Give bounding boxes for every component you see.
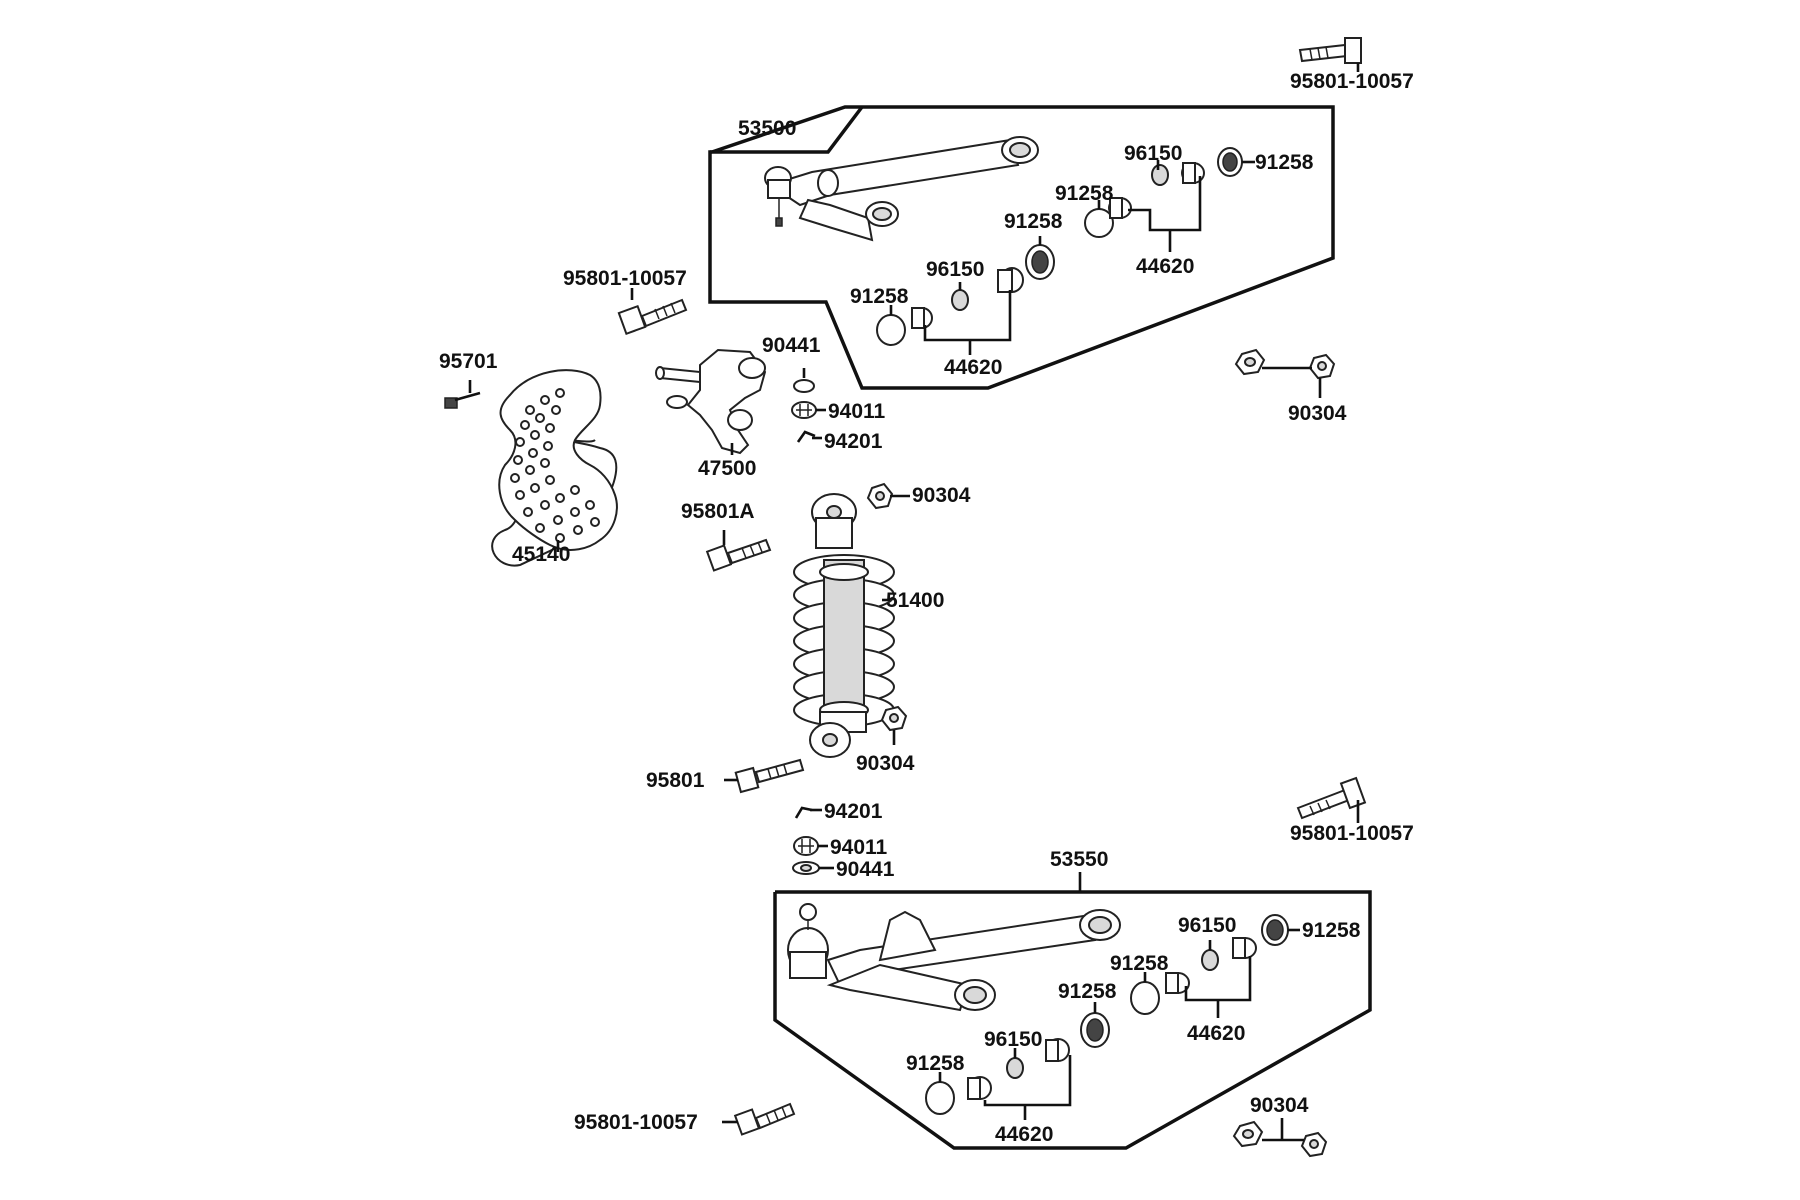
part-label: 91258 [1058, 980, 1117, 1003]
lower-arm-frame [773, 890, 1372, 1150]
part-label: 95801-10057 [563, 267, 687, 290]
part-label: 44620 [1187, 1022, 1245, 1045]
part-label: 91258 [1255, 151, 1314, 174]
part-label: 96150 [1178, 914, 1236, 937]
nut-icon [866, 482, 894, 510]
lower-arm-part [787, 903, 1121, 1012]
bushing-icon [1201, 949, 1219, 971]
part-label: 96150 [984, 1028, 1042, 1051]
washer-icon [1084, 208, 1114, 238]
pin-icon [796, 430, 816, 443]
nut-icon [1234, 348, 1336, 380]
upper-arm-part [764, 136, 1039, 242]
bolt-icon [444, 391, 481, 409]
part-label: 94011 [830, 836, 888, 859]
part-label: 91258 [1055, 182, 1114, 205]
part-label: 90304 [856, 752, 915, 775]
washer-icon [925, 1081, 955, 1115]
bolt-icon [733, 1102, 796, 1136]
bolt-icon [1298, 37, 1362, 64]
part-label: 51400 [886, 589, 944, 612]
part-label: 91258 [850, 285, 909, 308]
part-label: 44620 [1136, 255, 1194, 278]
bolt-icon [705, 538, 772, 572]
part-label: 53550 [1050, 848, 1108, 871]
nut-icon [880, 705, 908, 732]
part-label: 90441 [836, 858, 895, 881]
part-label: 90441 [762, 334, 821, 357]
part-label: 96150 [1124, 142, 1182, 165]
bolt-icon [617, 298, 688, 336]
shock-absorber [793, 493, 895, 758]
upper-arm-frame-top [710, 105, 864, 154]
part-label: 96150 [926, 258, 984, 281]
part-label: 95801-10057 [1290, 70, 1414, 93]
bushing-icon [1006, 1057, 1024, 1079]
nut-icon [1232, 1120, 1328, 1158]
part-label: 91258 [1110, 952, 1169, 975]
part-label: 95701 [439, 350, 498, 373]
part-label: 90304 [1288, 402, 1347, 425]
part-label: 95801-10057 [1290, 822, 1414, 845]
part-label: 53500 [738, 117, 796, 140]
washer-icon [876, 314, 906, 346]
washer-icon [793, 379, 815, 393]
lower-bushings [925, 914, 1289, 1115]
part-label: 95801 [646, 769, 705, 792]
part-label: 91258 [906, 1052, 965, 1075]
upper-bushings-right [876, 147, 1243, 346]
part-label: 91258 [1302, 919, 1361, 942]
part-label: 94201 [824, 430, 883, 453]
brake-disc [491, 369, 618, 567]
upper-arm-frame [708, 105, 1335, 390]
bolt-icon [734, 758, 805, 794]
bushing-icon [1151, 164, 1169, 186]
part-label: 45140 [512, 543, 570, 566]
bolt-icon [1296, 776, 1367, 820]
pin-icon [794, 806, 813, 819]
part-label: 44620 [944, 356, 1002, 379]
part-label: 95801A [681, 500, 755, 523]
part-label: 94201 [824, 800, 883, 823]
part-label: 44620 [995, 1123, 1053, 1146]
washer-icon [1130, 981, 1160, 1015]
part-label: 47500 [698, 457, 756, 480]
knuckle-part [655, 348, 767, 455]
part-label: 94011 [828, 400, 886, 423]
part-label: 95801-10057 [574, 1111, 698, 1134]
part-label: 90304 [1250, 1094, 1309, 1117]
bushing-icon [951, 289, 969, 311]
part-label: 91258 [1004, 210, 1063, 233]
part-label: 90304 [912, 484, 971, 507]
